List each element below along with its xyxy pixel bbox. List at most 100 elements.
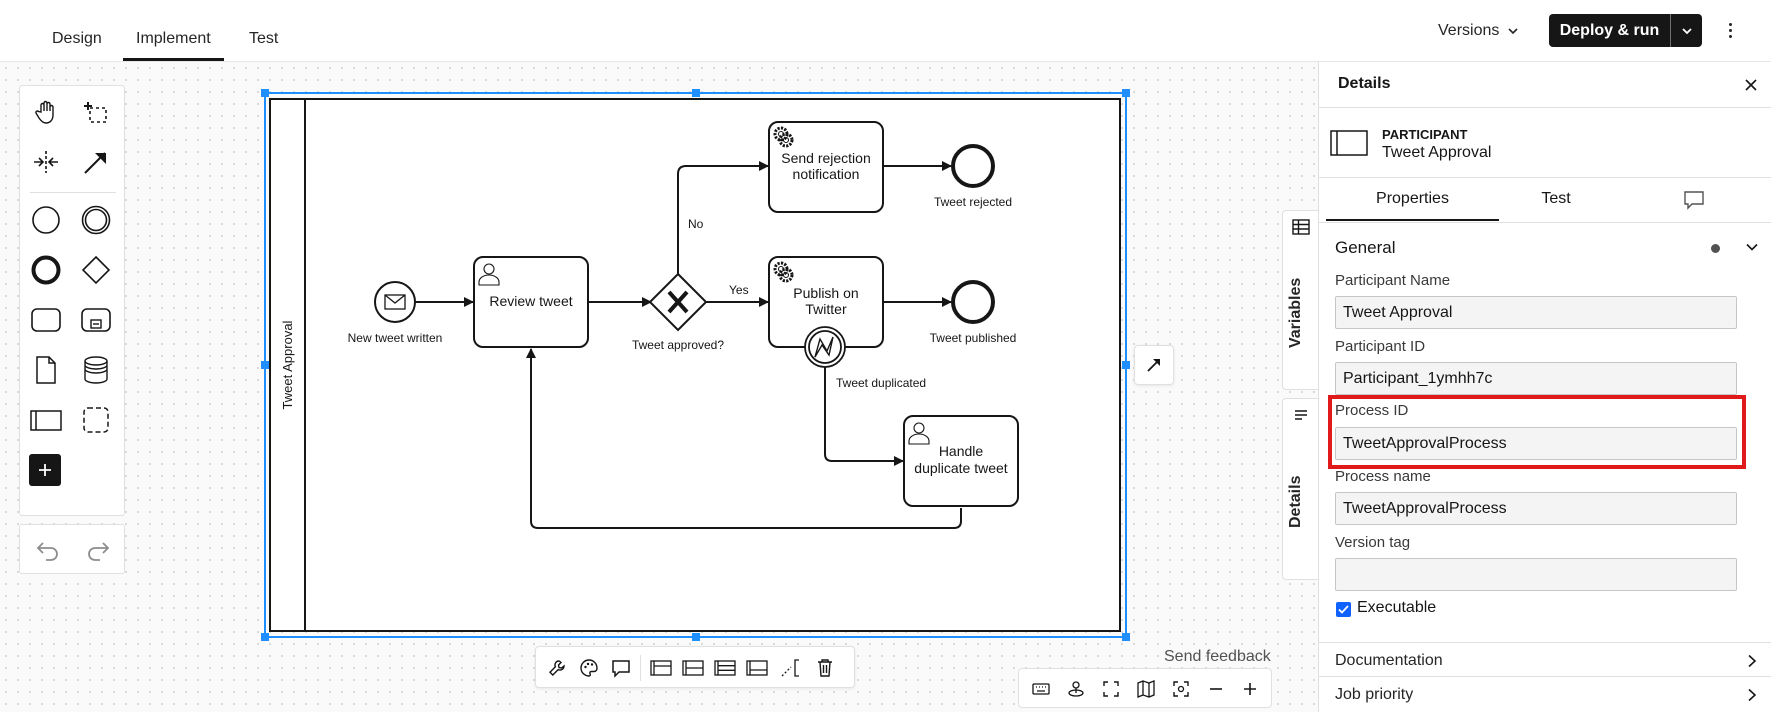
focus-selection-icon[interactable] <box>1166 674 1196 704</box>
task-rejection-label-1: Send rejection <box>781 150 871 166</box>
flow-duplicate-to-review <box>526 348 962 529</box>
end-event-published[interactable] <box>951 280 995 324</box>
section-general-title[interactable]: General <box>1335 238 1396 257</box>
chevron-right-icon[interactable] <box>1745 654 1759 668</box>
pool-selection-outline[interactable] <box>261 89 1130 641</box>
palette-color-icon[interactable] <box>574 653 604 683</box>
task-icon[interactable] <box>28 302 64 338</box>
keyboard-icon[interactable] <box>1026 674 1056 704</box>
end-event-rejected-label: Tweet rejected <box>934 195 1012 209</box>
end-event-published-label: Tweet published <box>930 331 1017 345</box>
fit-viewport-icon[interactable] <box>1096 674 1126 704</box>
chevron-down-icon <box>1681 27 1692 34</box>
end-event-icon[interactable] <box>28 252 64 288</box>
tab-test[interactable]: Test <box>1541 190 1571 207</box>
data-object-icon[interactable] <box>28 352 64 388</box>
undo-redo-panel <box>19 524 125 574</box>
participant-icon <box>1330 130 1368 156</box>
connect-tool-icon[interactable] <box>78 144 114 180</box>
table-icon <box>1291 217 1311 237</box>
tool-palette <box>19 85 125 516</box>
add-lane-below-icon[interactable] <box>742 653 772 683</box>
process-name-field[interactable]: TweetApprovalProcess <box>1335 492 1737 525</box>
divider <box>1319 642 1771 643</box>
gear-icon <box>773 261 794 283</box>
version-tag-field[interactable] <box>1335 558 1737 591</box>
data-store-icon[interactable] <box>78 352 114 388</box>
tab-properties[interactable]: Properties <box>1326 190 1499 221</box>
task-review-label: Review tweet <box>489 293 572 309</box>
flow-no-label: No <box>688 217 704 231</box>
user-icon <box>908 422 930 445</box>
details-panel: Details PARTICIPANT Tweet Approval Prope… <box>1318 62 1771 712</box>
user-icon <box>478 263 500 286</box>
process-id-field[interactable]: TweetApprovalProcess <box>1335 427 1737 460</box>
exclusive-gateway[interactable] <box>648 272 708 332</box>
task-duplicate-label-1: Handle <box>939 443 984 459</box>
gateway-icon[interactable] <box>78 252 114 288</box>
redo-icon[interactable] <box>80 532 116 568</box>
job-priority-section[interactable]: Job priority <box>1335 686 1414 703</box>
intermediate-event-icon[interactable] <box>78 202 114 238</box>
deploy-run-button[interactable]: Deploy & run <box>1559 21 1660 39</box>
divide-three-lanes-icon[interactable] <box>710 653 740 683</box>
participant-name-field[interactable]: Tweet Approval <box>1335 296 1737 329</box>
connect-annotation-icon[interactable] <box>776 653 806 683</box>
close-icon[interactable] <box>1742 76 1760 94</box>
variables-rail-label: Variables <box>1287 277 1304 349</box>
boundary-error-event[interactable] <box>804 326 846 368</box>
task-duplicate-label-2: duplicate tweet <box>914 460 1008 476</box>
flow-yes-label: Yes <box>729 283 749 297</box>
zoom-in-icon[interactable] <box>1235 674 1265 704</box>
boundary-event-label: Tweet duplicated <box>836 376 926 390</box>
send-feedback-link[interactable]: Send feedback <box>1164 648 1271 665</box>
executable-checkbox[interactable] <box>1336 602 1351 617</box>
trash-icon[interactable] <box>810 653 840 683</box>
pool-label: Tweet Approval <box>280 320 295 409</box>
chevron-right-icon[interactable] <box>1745 688 1759 702</box>
start-event-label: New tweet written <box>348 331 443 345</box>
task-review-tweet[interactable] <box>473 256 589 348</box>
open-in-new-button[interactable] <box>1134 345 1174 385</box>
details-rail-tab[interactable]: Details <box>1282 398 1318 580</box>
minimap-icon[interactable] <box>1131 674 1161 704</box>
task-rejection-label-2: notification <box>793 166 860 182</box>
tab-test[interactable]: Test <box>249 30 279 47</box>
participant-id-field[interactable]: Participant_1ymhh7c <box>1335 362 1737 395</box>
undo-icon[interactable] <box>30 532 66 568</box>
reset-view-icon[interactable] <box>1061 674 1091 704</box>
lasso-tool-icon[interactable] <box>78 94 114 130</box>
comment-icon[interactable] <box>606 653 636 683</box>
process-name-label: Process name <box>1335 468 1431 485</box>
zoom-out-icon[interactable] <box>1201 674 1231 704</box>
tab-design[interactable]: Design <box>52 30 102 47</box>
participant-name-label: Participant Name <box>1335 272 1451 289</box>
overflow-menu-icon[interactable] <box>1722 18 1738 42</box>
tab-implement[interactable]: Implement <box>123 30 224 61</box>
more-elements-icon[interactable] <box>29 454 61 486</box>
divider <box>1319 177 1771 178</box>
start-event-new-tweet[interactable] <box>374 281 416 323</box>
subprocess-icon[interactable] <box>78 302 114 338</box>
group-icon[interactable] <box>78 402 114 438</box>
comments-icon[interactable] <box>1683 190 1705 212</box>
pool-tweet-approval[interactable] <box>269 98 1121 632</box>
section-changed-indicator <box>1711 244 1720 253</box>
variables-rail-tab[interactable]: Variables <box>1282 210 1318 390</box>
divider <box>640 655 641 681</box>
pool-icon[interactable] <box>28 402 64 438</box>
start-event-icon[interactable] <box>28 202 64 238</box>
divide-two-lanes-icon[interactable] <box>678 653 708 683</box>
chevron-down-icon[interactable] <box>1744 239 1760 255</box>
end-event-rejected[interactable] <box>951 144 995 188</box>
add-lane-above-icon[interactable] <box>646 653 676 683</box>
versions-dropdown[interactable]: Versions <box>1438 20 1519 42</box>
flow-boundary-to-duplicate <box>824 367 904 466</box>
space-tool-icon[interactable] <box>28 144 64 180</box>
documentation-section[interactable]: Documentation <box>1335 652 1443 669</box>
wrench-icon[interactable] <box>542 653 572 683</box>
hand-tool-icon[interactable] <box>28 94 64 130</box>
task-send-rejection[interactable] <box>768 121 884 213</box>
task-handle-duplicate[interactable] <box>903 415 1019 507</box>
deploy-options-button[interactable] <box>1671 25 1702 37</box>
